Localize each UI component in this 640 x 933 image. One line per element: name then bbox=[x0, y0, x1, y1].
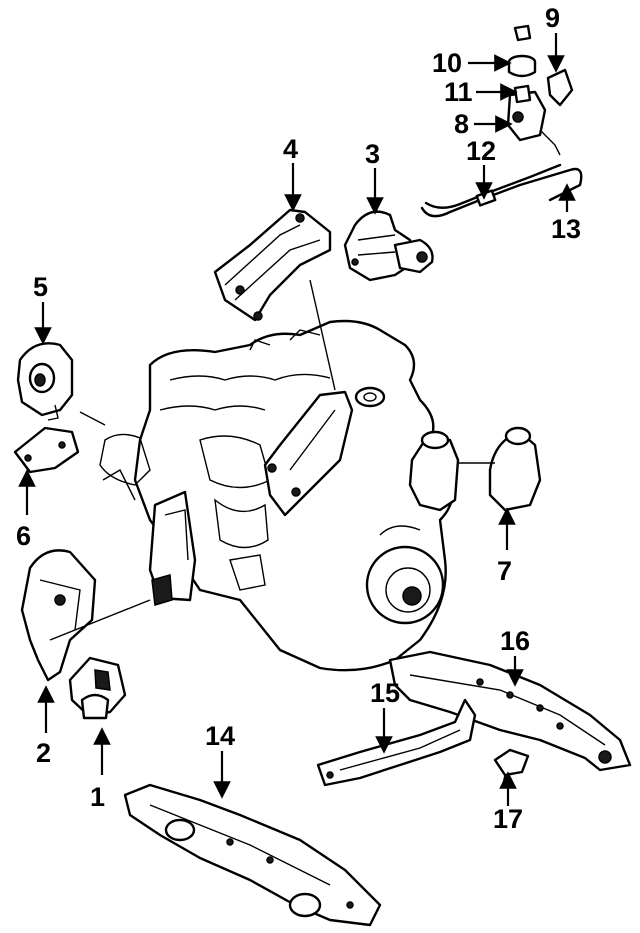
part-16-crossmember bbox=[388, 650, 632, 772]
part-1-small-mount bbox=[68, 656, 127, 720]
callout-label-13: 13 bbox=[551, 214, 581, 244]
callout-6: 6 bbox=[16, 469, 36, 551]
callout-label-4: 4 bbox=[283, 134, 298, 164]
callout-1: 1 bbox=[90, 727, 111, 812]
part-5-left-mount bbox=[16, 342, 74, 421]
callout-7: 7 bbox=[497, 507, 516, 586]
part-7-right-mount bbox=[408, 426, 542, 512]
callout-label-10: 10 bbox=[432, 48, 462, 78]
part-2-rear-bracket bbox=[20, 549, 151, 682]
callout-label-9: 9 bbox=[545, 3, 560, 33]
part-4-torque-bracket bbox=[213, 208, 336, 391]
callout-label-8: 8 bbox=[454, 109, 469, 139]
center-mount-bracket bbox=[263, 390, 354, 517]
callout-label-14: 14 bbox=[205, 721, 235, 751]
callout-15: 15 bbox=[370, 678, 400, 754]
callout-label-7: 7 bbox=[497, 556, 512, 586]
callout-3: 3 bbox=[365, 139, 384, 215]
callout-label-3: 3 bbox=[365, 139, 380, 169]
part-14-front-crossmember bbox=[123, 783, 382, 927]
callout-13: 13 bbox=[551, 183, 581, 244]
callout-12: 12 bbox=[466, 136, 496, 200]
part-15-center-rail bbox=[316, 698, 477, 787]
callout-label-16: 16 bbox=[500, 626, 530, 656]
callout-9: 9 bbox=[545, 3, 565, 73]
callout-label-2: 2 bbox=[36, 738, 51, 768]
callout-14: 14 bbox=[205, 721, 235, 799]
callout-label-1: 1 bbox=[90, 782, 105, 812]
callout-label-17: 17 bbox=[493, 804, 523, 834]
callout-label-5: 5 bbox=[33, 272, 48, 302]
solenoid-group bbox=[420, 24, 583, 218]
callout-11: 11 bbox=[444, 77, 518, 107]
callout-16: 16 bbox=[500, 626, 530, 687]
callout-label-12: 12 bbox=[466, 136, 496, 166]
part-6-left-bracket bbox=[13, 411, 106, 474]
callout-2: 2 bbox=[36, 685, 55, 768]
part-3-upper-mount bbox=[343, 210, 434, 282]
callout-8: 8 bbox=[454, 109, 513, 139]
callout-label-6: 6 bbox=[16, 521, 31, 551]
engine-block bbox=[99, 319, 455, 672]
callout-17: 17 bbox=[493, 771, 523, 834]
part-17-bracket bbox=[493, 748, 530, 789]
callout-label-15: 15 bbox=[370, 678, 400, 708]
callout-10: 10 bbox=[432, 48, 512, 78]
callout-label-11: 11 bbox=[444, 77, 473, 107]
callout-4: 4 bbox=[283, 134, 302, 212]
callout-5: 5 bbox=[33, 272, 52, 345]
